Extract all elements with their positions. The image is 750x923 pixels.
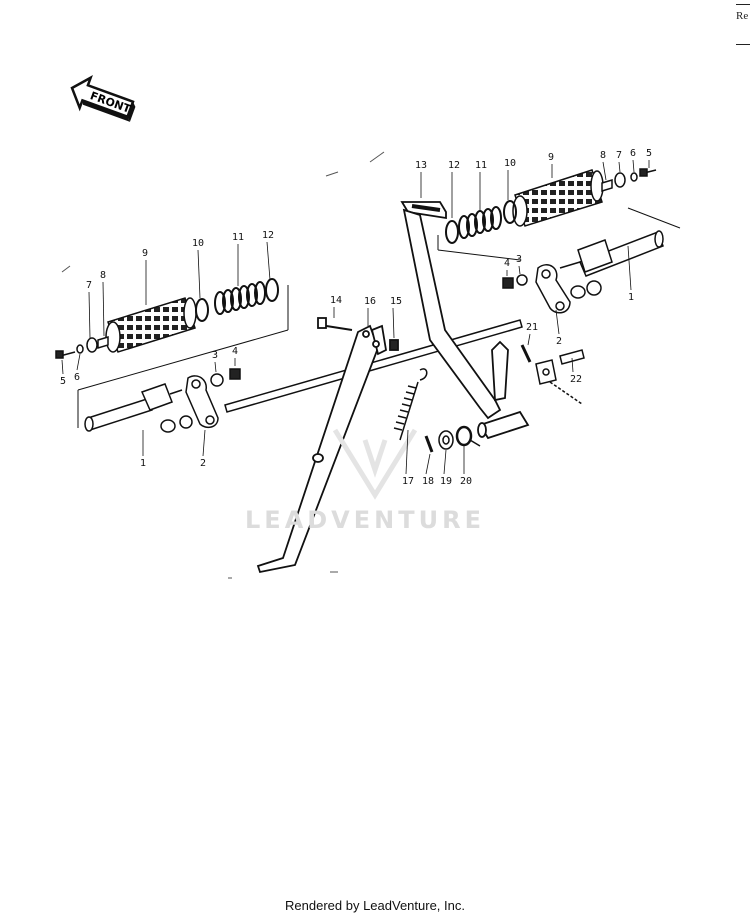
scan-marks xyxy=(61,151,385,579)
callout-numbers: 13 12 11 10 9 8 7 6 5 9 10 11 12 7 8 5 6… xyxy=(60,148,652,487)
callout-21: 21 xyxy=(526,322,538,333)
callout-8-left: 8 xyxy=(100,270,106,281)
callout-17: 17 xyxy=(402,476,414,487)
callout-2-left: 2 xyxy=(200,458,206,469)
callout-14: 14 xyxy=(330,295,342,306)
callout-7-left: 7 xyxy=(86,280,92,291)
watermark-text: LEADVENTURE xyxy=(245,506,485,534)
brake-pedal xyxy=(400,201,530,440)
callout-6-left: 6 xyxy=(74,372,80,383)
stand-spring xyxy=(393,368,428,441)
left-footpeg-assembly xyxy=(55,278,289,433)
right-footpeg-assembly xyxy=(437,168,681,314)
footer-credit: Rendered by LeadVenture, Inc. xyxy=(285,898,465,913)
callout-5-left: 5 xyxy=(60,376,66,387)
callout-22: 22 xyxy=(570,374,582,385)
callout-16: 16 xyxy=(364,296,376,307)
callout-3-right: 3 xyxy=(516,254,522,265)
callout-5-right: 5 xyxy=(646,148,652,159)
callout-12-left: 12 xyxy=(262,230,274,241)
watermark-emblem-icon xyxy=(332,428,418,500)
callout-1-right: 1 xyxy=(628,292,634,303)
callout-2-right: 2 xyxy=(556,336,562,347)
callout-6-right: 6 xyxy=(630,148,636,159)
callout-9-left: 9 xyxy=(142,248,148,259)
callout-15: 15 xyxy=(390,296,402,307)
callout-9-right: 9 xyxy=(548,152,554,163)
callout-19: 19 xyxy=(440,476,452,487)
callout-3-left: 3 xyxy=(212,350,218,361)
callout-4-right: 4 xyxy=(504,258,510,269)
callout-10-left: 10 xyxy=(192,238,204,249)
front-arrow-icon: FRONT xyxy=(70,75,136,122)
callout-7-right: 7 xyxy=(616,150,622,161)
corner-rule-bottom xyxy=(736,44,750,45)
pedal-small-parts xyxy=(424,425,481,453)
callout-20: 20 xyxy=(460,476,472,487)
side-stand xyxy=(256,317,399,574)
callout-4-left: 4 xyxy=(232,346,238,357)
callout-8-right: 8 xyxy=(600,150,606,161)
callout-18: 18 xyxy=(422,476,434,487)
callout-13: 13 xyxy=(415,160,427,171)
callout-11-right: 11 xyxy=(475,160,487,171)
callout-12-right: 12 xyxy=(448,160,460,171)
corner-rule-top xyxy=(736,4,750,5)
leader-lines xyxy=(61,159,650,475)
callout-10-right: 10 xyxy=(504,158,516,169)
corner-label: Re xyxy=(736,10,749,22)
brake-clevis xyxy=(520,344,585,405)
callout-1-left: 1 xyxy=(140,458,146,469)
callout-11-left: 11 xyxy=(232,232,244,243)
